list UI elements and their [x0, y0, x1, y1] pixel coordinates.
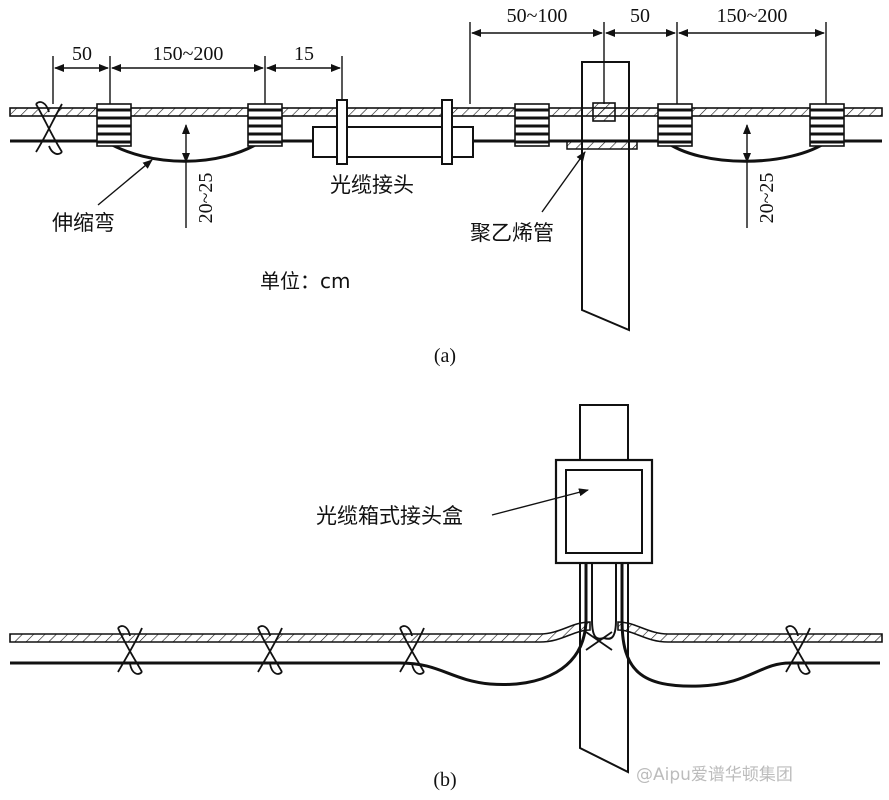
panel-b: 光缆箱式接头盒 (b)	[9, 404, 883, 791]
pe-pipe	[566, 140, 638, 150]
label-pe-pipe: 聚乙烯管	[470, 221, 554, 245]
dim-150-200-left: 150~200	[153, 43, 224, 65]
hanger-3	[514, 103, 550, 147]
unit-label: 单位：cm	[260, 269, 350, 293]
dimension-extension-lines	[52, 22, 827, 104]
dim-15: 15	[294, 43, 314, 65]
hanger-5	[809, 103, 845, 147]
dim-50-right: 50	[630, 5, 650, 27]
dim-50-left: 50	[72, 43, 92, 65]
pole-clamp-block	[592, 102, 616, 122]
joint-box	[554, 458, 654, 565]
joint-box-leader	[491, 488, 589, 516]
panel-a: 50 150~200 15 50~100 50 150~200 20~25 20…	[9, 5, 883, 367]
caption-a: (a)	[434, 345, 456, 367]
label-joint-box: 光缆箱式接头盒	[316, 504, 463, 528]
caption-b: (b)	[433, 769, 456, 791]
optical-cable-b	[10, 563, 880, 688]
sag-dim-left: 20~25	[195, 173, 217, 224]
dimension-arrows	[54, 29, 825, 228]
cable-tie-b-2	[257, 625, 283, 675]
hanger-1	[96, 103, 132, 147]
cable-tie-a-left	[35, 101, 63, 155]
pole-cross-tie	[585, 631, 613, 651]
dim-50-100: 50~100	[507, 5, 568, 27]
cable-tie-b-3	[399, 625, 425, 675]
hanger-4	[657, 103, 693, 147]
messenger-wire-b	[9, 621, 883, 643]
label-expansion-bend: 伸缩弯	[52, 211, 115, 235]
cable-tie-b-4	[785, 625, 811, 675]
pole-a	[581, 61, 630, 332]
label-leaders-a	[97, 151, 586, 213]
sag-dim-right: 20~25	[756, 173, 778, 224]
hanger-2	[247, 103, 283, 147]
label-cable-joint: 光缆接头	[330, 173, 414, 197]
watermark: @Aipu爱谱华顿集团	[636, 765, 793, 785]
cable-tie-b-1	[117, 625, 143, 675]
dim-150-200-right: 150~200	[717, 5, 788, 27]
cable-joint-body	[312, 99, 474, 165]
